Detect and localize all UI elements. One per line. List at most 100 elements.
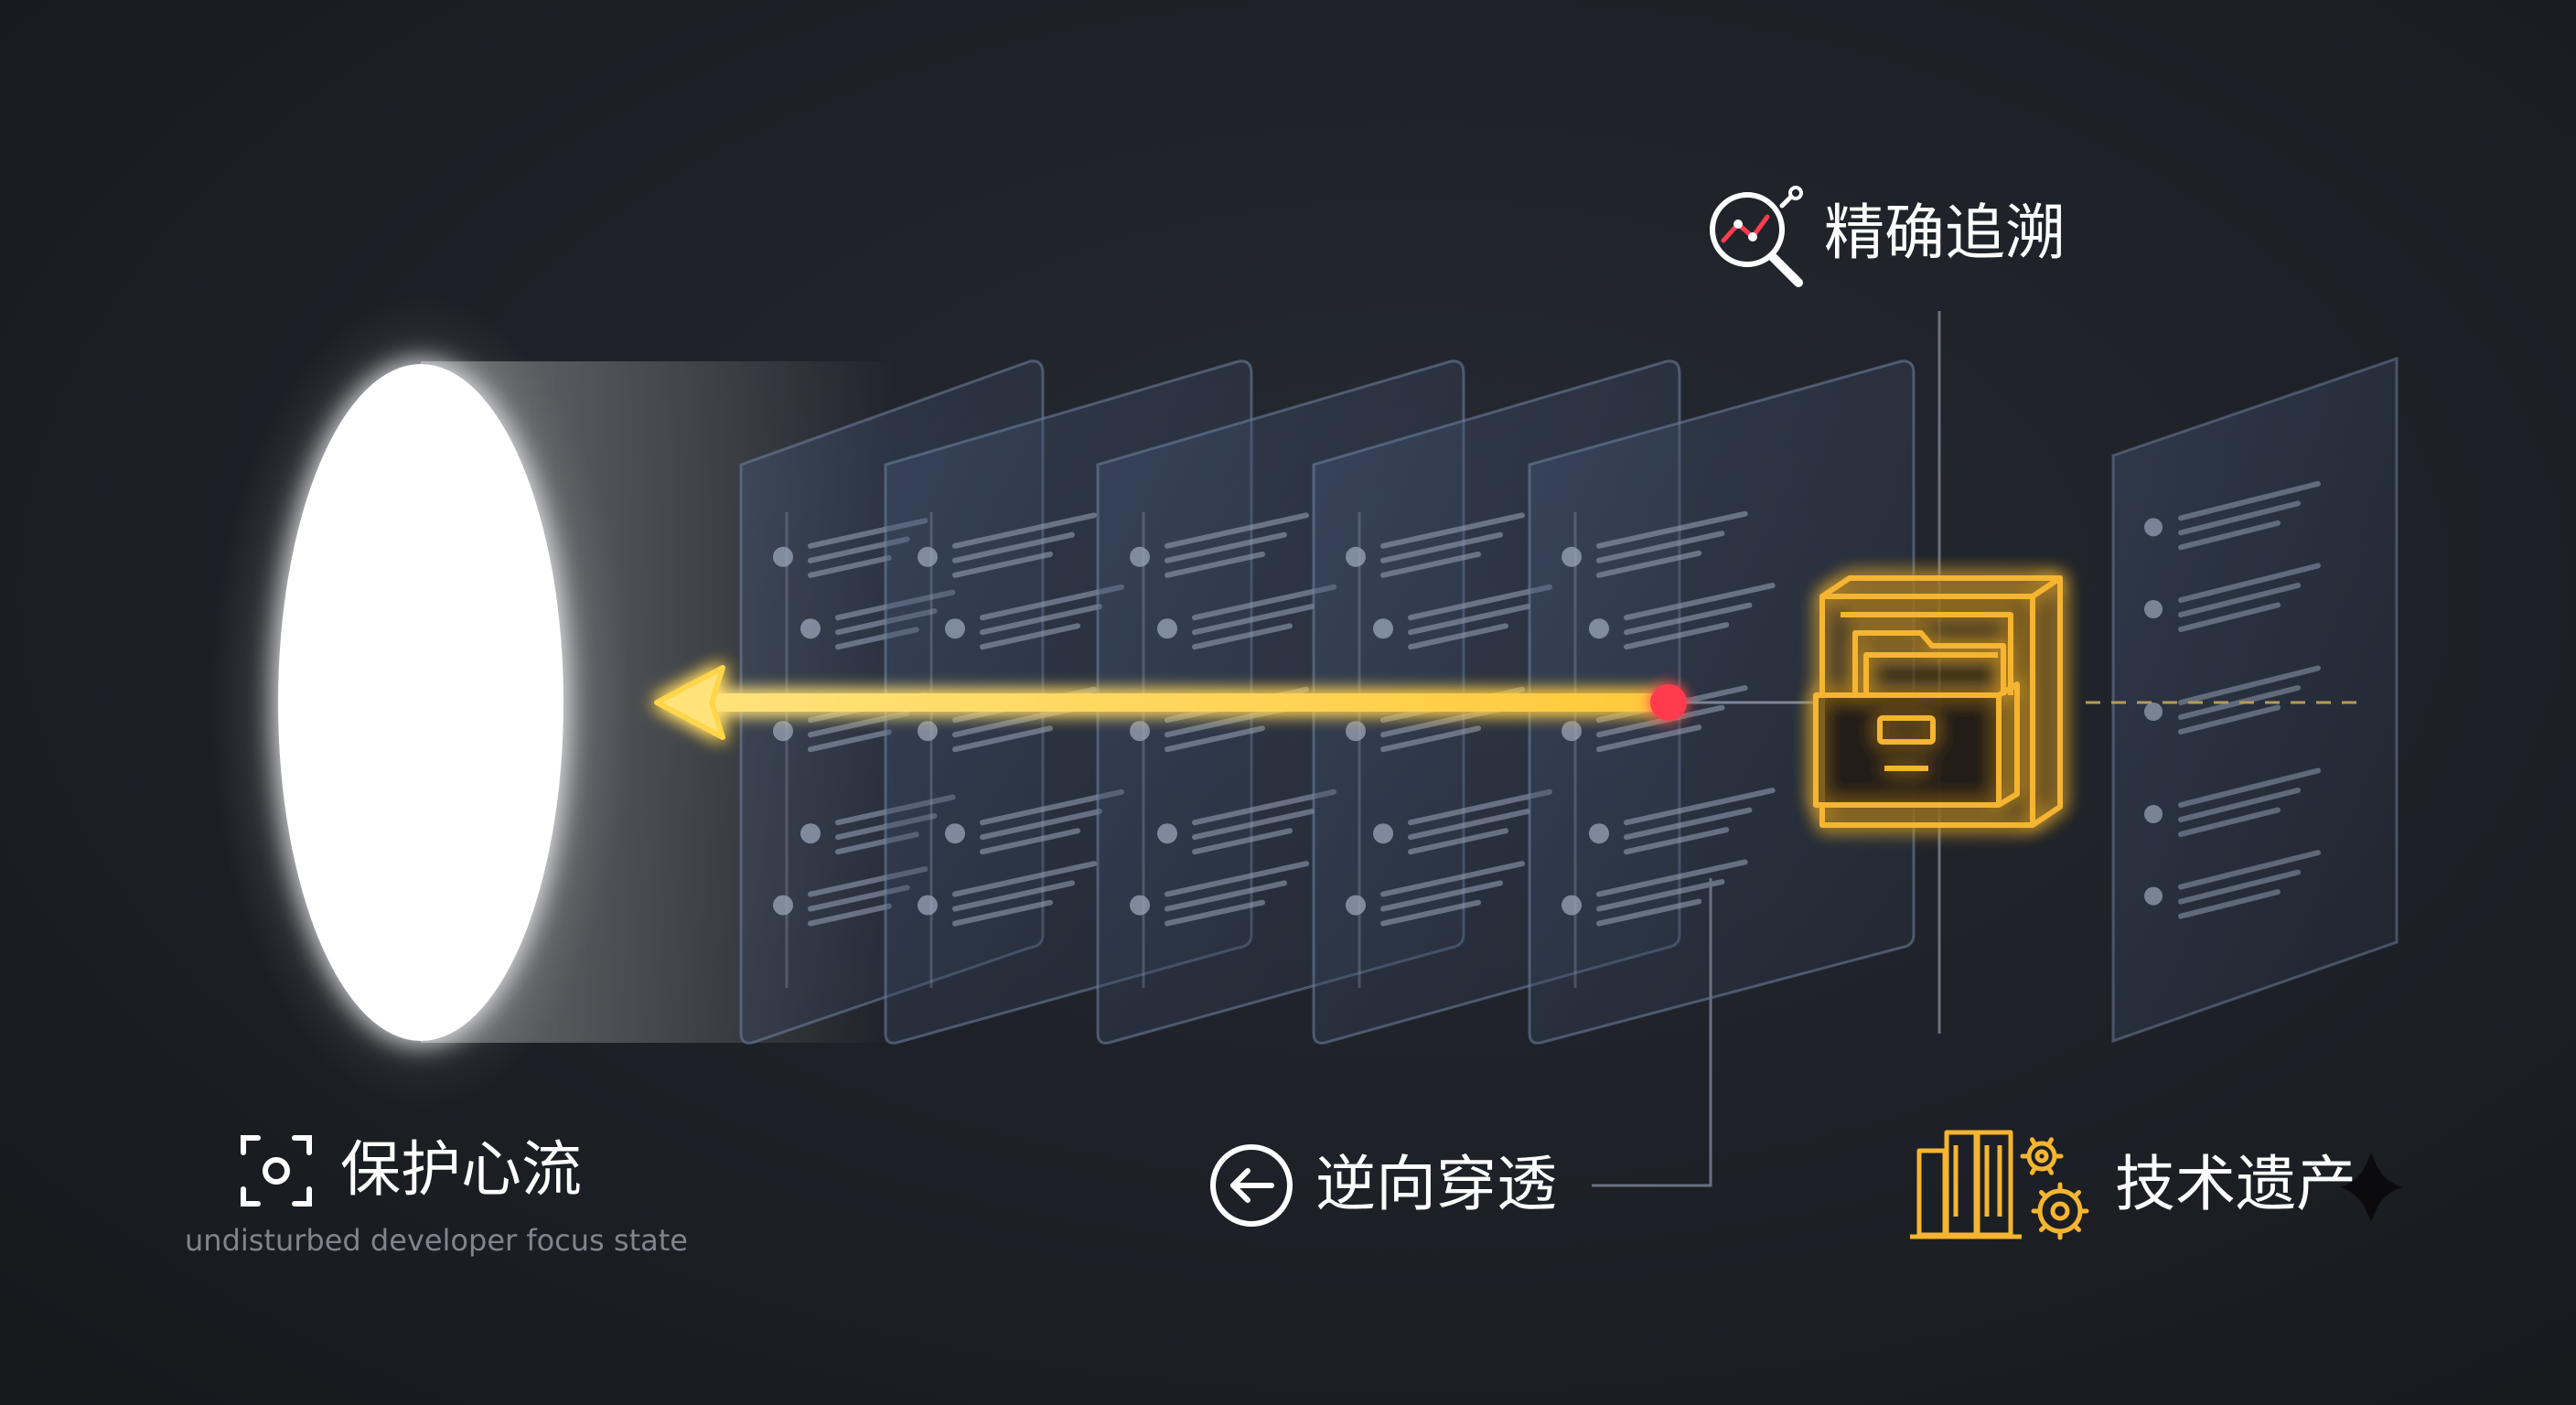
pane-text-line [980,809,1102,841]
pane-text-line [1596,724,1702,753]
pane-bullet [800,618,821,639]
pane-text-line [808,554,892,578]
pane-text-line [1408,788,1552,826]
arrow-left-circle-icon [1210,1144,1293,1227]
pane-text-line [952,899,1053,927]
pane-text-line [952,531,1075,563]
gear-tooth [2038,1223,2048,1233]
trend-point-2 [1748,232,1757,241]
pane-text-line [952,880,1075,912]
pane-text-line [1165,725,1265,753]
focus-frame-icon [241,1135,312,1207]
pane-text-line [1192,623,1293,650]
label-reverse: 逆向穿透 [1315,1149,1557,1219]
gear-tooth [2045,1164,2054,1175]
focus-corner-tr [292,1135,312,1155]
pane-bullet [1562,546,1582,567]
pane-text-line [1624,807,1753,841]
pane-text-line [1408,809,1530,841]
pane-text-line [808,903,892,927]
book-1 [1916,1148,1948,1238]
pane-text-line [952,725,1053,753]
red-trace-marker [1650,684,1687,721]
pane-bullet [1346,546,1366,567]
pane-text-line [952,706,1075,738]
pane-far-text-line [2178,665,2321,705]
gear-tooth [2038,1189,2048,1199]
pane-text-line [1624,622,1730,650]
pane-text-line [1596,510,1748,549]
pane-text-line [1380,899,1481,927]
pane-text-line [1596,704,1725,738]
book-2 [1944,1130,1979,1238]
magnifier-lens [1710,192,1785,267]
pane-text-line [1165,861,1309,897]
archive-folder-tab [1852,630,2006,695]
pane-text-line [952,861,1097,897]
magnifier-handle [1768,252,1803,287]
book-3 [1975,1130,2013,1238]
pane-text-line [1380,880,1503,912]
pane-text-line [952,512,1097,549]
trend-point-1 [1733,220,1743,229]
pane-far-bullet [2144,518,2163,537]
pane-bullet [918,546,938,567]
pane-text-line [980,828,1080,855]
pane-far-text-line [2178,767,2321,808]
pane-text-line [1165,512,1309,549]
pane-text-line [1165,551,1265,578]
gear-tooth [2030,1164,2038,1175]
focus-corner-br [292,1186,312,1207]
arrow-shaft [704,693,1674,712]
pane-bullet [945,618,965,639]
reverse-arrow [654,665,1674,740]
trend-line [1721,214,1770,243]
pane-text-line [1624,788,1776,826]
pane-bullet [1589,618,1609,639]
spark-dot [1788,186,1803,200]
pane-bullet [918,895,938,916]
pane-far-text-line [2178,788,2301,822]
pane-text-line [1380,512,1525,549]
focus-dot [263,1157,290,1185]
label-focus: 保护心流 [340,1134,582,1205]
arrow-head [654,665,725,740]
pane-text-line [1596,550,1702,578]
pane-text-line [980,623,1080,650]
pane-text-line [1380,725,1481,753]
pane-bullet [800,823,821,844]
pane-far-bullet [2144,805,2163,823]
books-gears-icon [1910,1130,2089,1240]
pane-text-line [1380,551,1481,578]
pane-bullet [773,721,793,742]
pane-text-line [1380,706,1503,738]
label-trace: 精确追溯 [1824,198,2066,268]
pane-text-line [980,604,1102,636]
pane-bullet [773,546,793,567]
pane-bullet [1373,823,1393,844]
label-legacy: 技术遗产 [2115,1149,2356,1219]
pane-text-line [1408,584,1552,621]
pane-text-line [1192,788,1336,826]
pane-text-line [1192,604,1315,636]
pane-text-line [1192,809,1315,841]
pane-text-line [1165,706,1287,738]
pane-far-bullet [2144,600,2163,618]
pane-text-line [1624,827,1730,855]
pane-bullet [1346,721,1366,742]
archive-folder-front [1863,652,1998,695]
pane-bullet [1130,895,1150,916]
pane-far-bullet [2144,886,2163,906]
pane-far-text-line [2178,704,2281,735]
pane-far-text-line [2178,889,2281,919]
gear-small [2026,1141,2057,1172]
pane-text-line [1408,828,1508,855]
archive-folder-back [1841,612,2013,695]
focus-corner-tl [241,1135,261,1155]
pane-far-bullet [2144,702,2163,721]
gear-tooth [2072,1223,2082,1233]
pane-bullet [945,823,965,844]
archive-drawer [1813,692,2002,808]
pane-bullet [1157,823,1177,844]
